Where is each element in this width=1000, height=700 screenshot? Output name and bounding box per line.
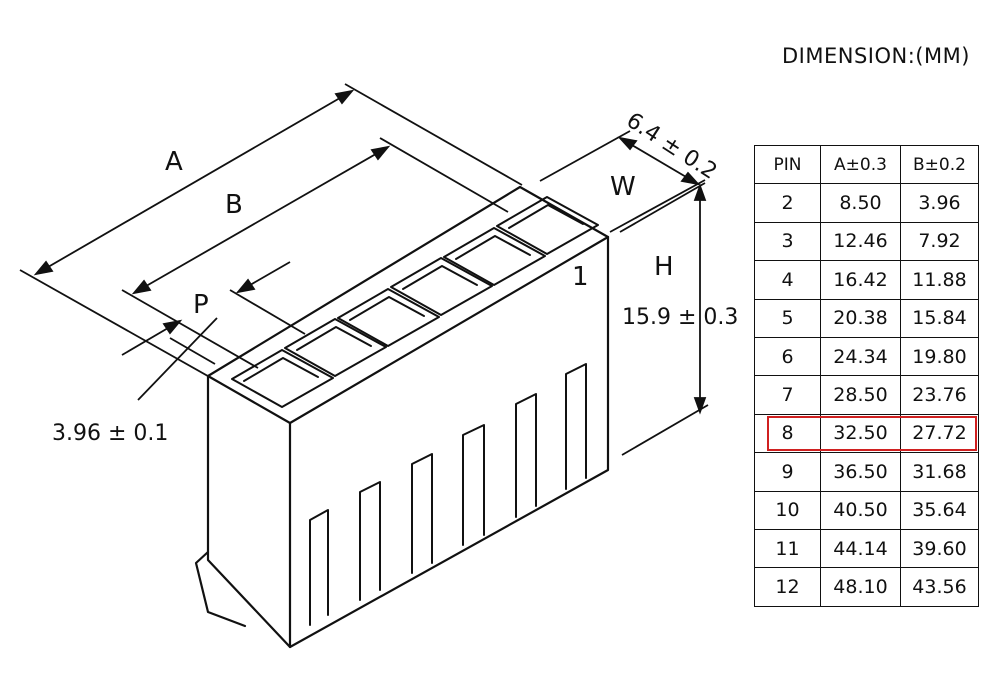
pin-cell: 6 <box>754 336 821 377</box>
b-cell: 3.96 <box>900 183 979 223</box>
table-row: 3 12.46 7.92 <box>754 221 979 262</box>
table-row: 10 40.50 35.64 <box>754 490 979 530</box>
table-row: 6 24.34 19.80 <box>754 336 979 377</box>
b-cell: 23.76 <box>900 375 979 415</box>
table-row: 2 8.50 3.96 <box>754 183 979 223</box>
pin-one-label: 1 <box>572 262 589 292</box>
a-cell: 40.50 <box>820 490 901 530</box>
table-row: 9 36.50 31.68 <box>754 452 979 492</box>
pitch-dimension: 3.96 ± 0.1 <box>52 421 168 446</box>
pin-cell: 2 <box>754 183 821 223</box>
dimension-lines <box>19 83 709 456</box>
header-a: A±0.3 <box>820 144 901 185</box>
a-cell: 44.14 <box>820 528 901 569</box>
pin-cell: 3 <box>754 221 821 262</box>
table-row: 12 48.10 43.56 <box>754 567 979 607</box>
pin-cell: 9 <box>754 452 821 492</box>
a-cell: 20.38 <box>820 298 901 338</box>
connector-body <box>194 185 610 649</box>
b-cell: 11.88 <box>900 260 979 300</box>
pin-cell: 10 <box>754 490 821 530</box>
pin-cell: 12 <box>754 567 821 607</box>
table-row: 7 28.50 23.76 <box>754 375 979 415</box>
b-cell: 19.80 <box>900 336 979 377</box>
label-p: P <box>193 290 209 320</box>
b-cell: 35.64 <box>900 490 979 530</box>
header-pin: PIN <box>754 144 821 185</box>
a-cell: 16.42 <box>820 260 901 300</box>
contact-slots <box>309 363 587 626</box>
dimension-table: PIN A±0.3 B±0.2 2 8.50 3.96 3 12.46 7.92… <box>754 144 979 607</box>
units-title: DIMENSION:(MM) <box>782 44 970 68</box>
b-cell: 39.60 <box>900 528 979 569</box>
table-row: 11 44.14 39.60 <box>754 528 979 569</box>
a-cell: 32.50 <box>820 413 901 454</box>
table-row: 5 20.38 15.84 <box>754 298 979 338</box>
header-b: B±0.2 <box>900 144 979 185</box>
label-w: W <box>610 172 636 202</box>
table-header-row: PIN A±0.3 B±0.2 <box>754 144 979 185</box>
table-row: 4 16.42 11.88 <box>754 260 979 300</box>
label-a: A <box>165 147 183 177</box>
b-cell: 7.92 <box>900 221 979 262</box>
width-dimension: 6.4 ± 0.2 <box>622 108 722 185</box>
b-cell: 15.84 <box>900 298 979 338</box>
pin-cell: 7 <box>754 375 821 415</box>
label-h: H <box>654 252 674 282</box>
b-cell: 31.68 <box>900 452 979 492</box>
table-row-highlighted: 8 32.50 27.72 <box>754 413 979 454</box>
b-cell: 43.56 <box>900 567 979 607</box>
a-cell: 48.10 <box>820 567 901 607</box>
a-cell: 12.46 <box>820 221 901 262</box>
highlight-box <box>766 416 977 451</box>
pin-cell: 4 <box>754 260 821 300</box>
label-b: B <box>225 190 243 220</box>
a-cell: 36.50 <box>820 452 901 492</box>
height-dimension: 15.9 ± 0.3 <box>622 305 738 330</box>
a-cell: 8.50 <box>820 183 901 223</box>
pin-cavities <box>231 196 599 408</box>
pin-cell: 11 <box>754 528 821 569</box>
b-cell: 27.72 <box>900 413 979 454</box>
a-cell: 24.34 <box>820 336 901 377</box>
a-cell: 28.50 <box>820 375 901 415</box>
pin-cell: 5 <box>754 298 821 338</box>
